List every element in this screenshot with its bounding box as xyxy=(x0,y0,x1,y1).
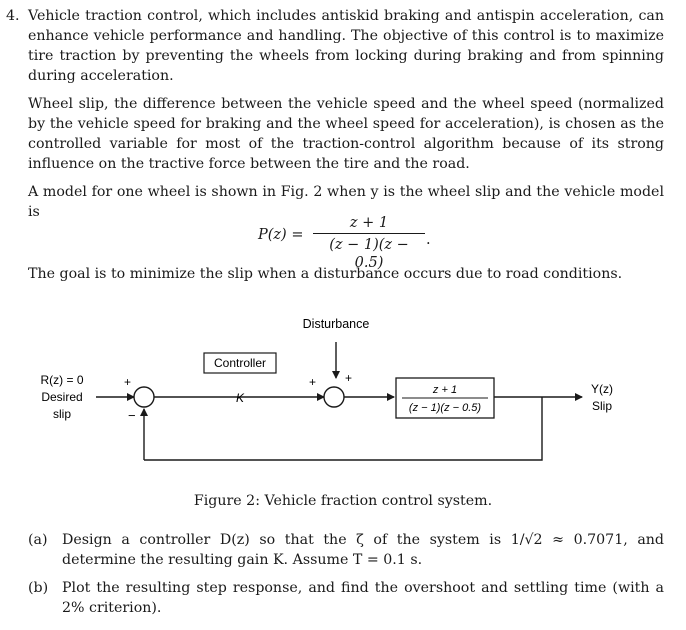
controller-label: Controller xyxy=(214,356,266,370)
sum1-plus-sign: + xyxy=(124,375,131,389)
part-a-label: (a) xyxy=(28,532,48,548)
disturbance-label: Disturbance xyxy=(303,317,370,331)
input-label-slip: slip xyxy=(53,407,71,421)
part-a-text: Design a controller D(z) so that the ζ o… xyxy=(62,532,664,568)
plant-denominator: (z − 1)(z − 0.5) xyxy=(409,402,481,414)
equation-lhs: P(z) = xyxy=(258,227,304,243)
fraction-bar xyxy=(313,233,425,234)
sum2-plus-left: + xyxy=(309,375,316,389)
summing-junction-1 xyxy=(133,386,155,408)
summing-junction-2 xyxy=(323,386,345,408)
output-label-slip: Slip xyxy=(592,399,612,413)
sum2-plus-top: + xyxy=(345,371,352,385)
figure-caption: Figure 2: Vehicle fraction control syste… xyxy=(193,493,493,509)
question-number: 4. xyxy=(6,8,20,24)
input-label-desired: Desired xyxy=(41,390,82,404)
input-label-r: R(z) = 0 xyxy=(40,373,83,387)
equation-numerator: z + 1 xyxy=(349,215,389,231)
equation-fraction: z + 1 (z − 1)(z − 0.5) xyxy=(313,214,425,271)
plant-numerator: z + 1 xyxy=(432,384,457,396)
sum1-minus-sign: − xyxy=(128,408,136,423)
plant-transfer-function: P(z) = z + 1 (z − 1)(z − 0.5) . xyxy=(0,212,686,271)
part-b-text: Plot the resulting step response, and fi… xyxy=(62,580,664,616)
output-label-y: Y(z) xyxy=(591,382,613,396)
feedback-path xyxy=(144,397,543,461)
equation-trailing: . xyxy=(426,232,431,248)
controller-label-box xyxy=(203,352,277,374)
controller-gain: K xyxy=(236,391,245,405)
block-diagram: Disturbance R(z) = 0 Desired slip + − Co… xyxy=(40,317,613,461)
part-b-label: (b) xyxy=(28,580,49,596)
paragraph-goal: The goal is to minimize the slip when a … xyxy=(28,266,623,282)
equation-denominator: (z − 1)(z − 0.5) xyxy=(329,237,409,271)
paragraph-wheel-slip: Wheel slip, the difference between the v… xyxy=(28,96,664,172)
paragraph-model-intro: A model for one wheel is shown in Fig. 2… xyxy=(28,184,664,220)
paragraph-traction-intro: Vehicle traction control, which includes… xyxy=(28,8,664,84)
